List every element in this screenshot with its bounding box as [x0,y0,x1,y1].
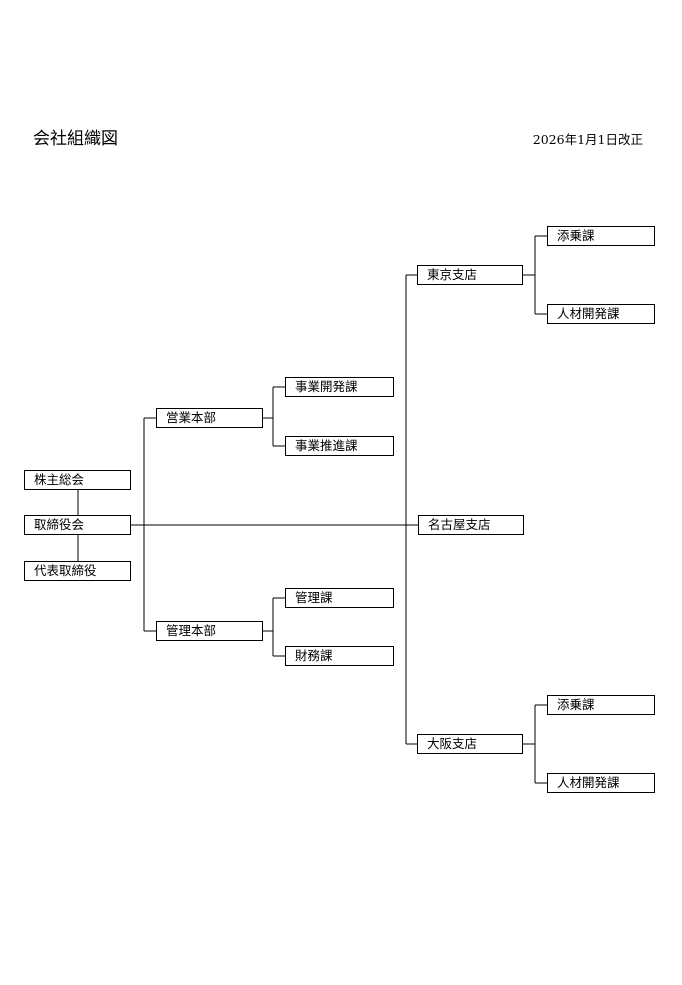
box-business-promotion-section: 事業推進課 [285,436,394,456]
box-shareholders-meeting: 株主総会 [24,470,131,490]
box-osaka-branch: 大阪支店 [417,734,523,754]
box-tokyo-tour-section: 添乗課 [547,226,655,246]
box-tokyo-hr-section: 人材開発課 [547,304,655,324]
box-representative-director: 代表取締役 [24,561,131,581]
box-finance-section: 財務課 [285,646,394,666]
box-admin-division: 管理本部 [156,621,263,641]
box-sales-division: 営業本部 [156,408,263,428]
box-management-section: 管理課 [285,588,394,608]
page-title: 会社組織図 [33,129,118,149]
box-osaka-hr-section: 人材開発課 [547,773,655,793]
box-osaka-tour-section: 添乗課 [547,695,655,715]
box-nagoya-branch: 名古屋支店 [418,515,524,535]
box-business-development-section: 事業開発課 [285,377,394,397]
box-tokyo-branch: 東京支店 [417,265,523,285]
box-board-of-directors: 取締役会 [24,515,131,535]
revision-date: 2026年1月1日改正 [532,132,643,147]
